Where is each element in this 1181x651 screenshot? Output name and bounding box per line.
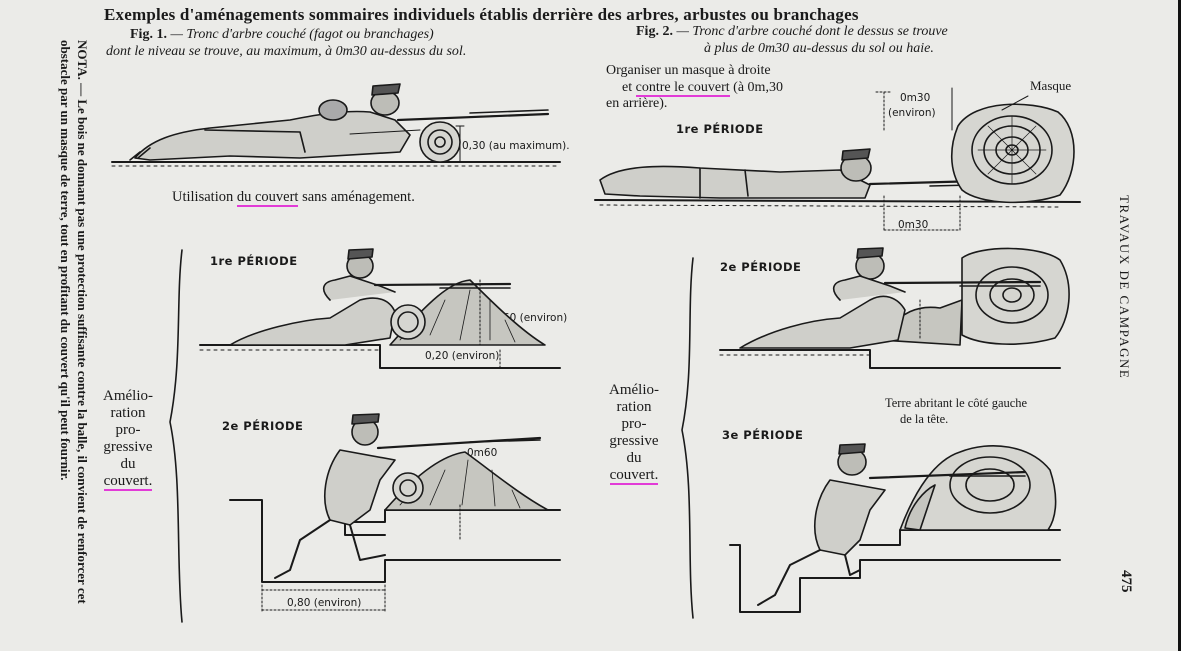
amelioration-left: Amélio- ration pro- gressive du couvert.: [92, 388, 164, 491]
amel-left-line: ration: [110, 405, 146, 421]
amel-right-line: Amélio-: [609, 382, 659, 398]
amel-left-line: gressive: [103, 439, 153, 455]
fig2-measure-top: 0m30: [900, 92, 931, 104]
fig1-caption-text: — Tronc d'arbre couché (fagot ou brancha…: [166, 27, 434, 42]
fig2-note-line1: Organiser un masque à droite: [606, 63, 771, 78]
fig1-label: Fig. 1.: [130, 27, 167, 42]
fig2-period2-label: 2e PÉRIODE: [720, 260, 802, 274]
amel-left-line: Amélio-: [103, 388, 153, 404]
fig2-measure-environ: (environ): [888, 107, 936, 119]
fig2-caption-text: — Tronc d'arbre couché dont le dessus se…: [672, 24, 948, 39]
amel-right-underlined: couvert.: [609, 467, 659, 485]
right-brace: [681, 257, 694, 619]
fig1-period1-label: 1re PÉRIODE: [210, 254, 298, 268]
fig2-note-underlined: contre le couvert: [635, 80, 730, 97]
fig1-period2-measure2: 0,80 (environ): [287, 597, 362, 609]
amel-right-line: pro-: [621, 416, 647, 432]
fig1-period2-label: 2e PÉRIODE: [222, 419, 304, 433]
fig2-measure-bottom: 0m30: [898, 219, 929, 231]
fig2-period1-label: 1re PÉRIODE: [676, 122, 764, 136]
fig2-terre-line1: Terre abritant le côté gauche: [885, 396, 1028, 410]
fig1-period1-measure2: 0,20 (environ): [425, 350, 500, 362]
fig2-masque-label: Masque: [1030, 78, 1072, 93]
amel-left-line: du: [120, 456, 136, 472]
fig1-caption-line2: dont le niveau se trouve, au maximum, à …: [106, 44, 466, 60]
fig1-usage-underlined: du couvert: [236, 189, 299, 207]
amel-left-underlined: couvert.: [103, 473, 153, 491]
fig2-prone-soldier-illustration: [594, 87, 1081, 231]
page-title: Exemples d'aménagements sommaires indivi…: [104, 5, 859, 24]
fig2-label: Fig. 2.: [636, 24, 673, 39]
fig1-measure: 0,30 (au maximum).: [462, 140, 570, 152]
fig2-note-pre: et: [622, 80, 636, 95]
fig1-prone-soldier-illustration: [111, 83, 561, 167]
fig2-note-line3: en arrière).: [606, 96, 668, 111]
fig2-note-line2: et contre le couvert (à 0m,30: [622, 80, 783, 97]
amel-right-line: du: [626, 450, 642, 466]
fig1-usage: Utilisation du couvert sans aménagement.: [172, 189, 415, 207]
fig2-terre-line2: de la tête.: [900, 412, 949, 426]
fig2-period3-label: 3e PÉRIODE: [722, 428, 804, 442]
fig1-caption-line1: Fig. 1. — Tronc d'arbre couché (fagot ou…: [130, 27, 434, 43]
fig2-period2-illustration: [719, 247, 1070, 369]
fig1-period2-illustration: [229, 413, 561, 613]
amel-right-line: gressive: [609, 433, 659, 449]
amel-right-line: ration: [616, 399, 652, 415]
fig2-caption-line1: Fig. 2. — Tronc d'arbre couché dont le d…: [636, 24, 948, 40]
amelioration-right: Amélio- ration pro- gressive du couvert.: [598, 382, 670, 485]
fig1-period2-measure1: 0m60: [467, 447, 498, 459]
fig1-usage-post: sans aménagement.: [298, 189, 415, 205]
amel-left-line: pro-: [115, 422, 141, 438]
fig2-note-post: (à 0m,30: [729, 80, 783, 95]
fig1-usage-pre: Utilisation: [172, 189, 237, 205]
fig1-period1-illustration: [199, 248, 561, 371]
fig2-caption-line2: à plus de 0m30 au-dessus du sol ou haie.: [704, 41, 934, 57]
fig2-caption-text2: à plus de 0m30 au-dessus du sol ou haie.: [704, 41, 934, 56]
fig1-caption-text2: dont le niveau se trouve, au maximum, à …: [106, 44, 467, 59]
fig2-period3-illustration: [729, 443, 1061, 613]
left-brace: [169, 249, 183, 623]
